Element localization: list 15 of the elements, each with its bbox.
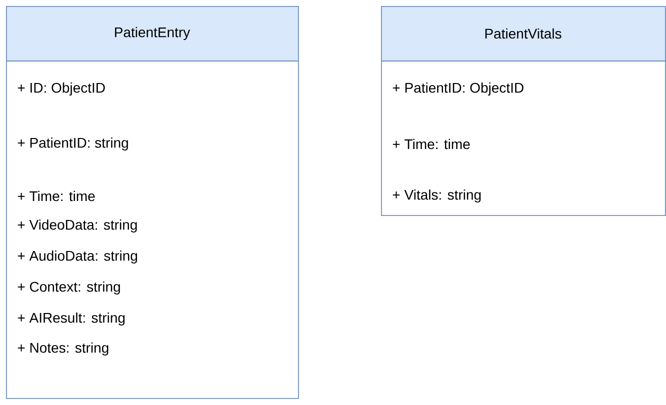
class-box [6,6,299,399]
attribute-text: + Notes: string [18,342,108,356]
attribute-text: + VideoData: string [18,219,137,233]
attribute-text: + Time: time [392,138,470,150]
class-box [380,6,666,216]
attribute-text: + Time: time [18,190,95,202]
attribute-text: + PatientID: ObjectID [392,82,524,96]
attribute-text: + Context: string [18,281,120,295]
class-name: PatientEntry [115,26,190,40]
class-name: PatientVitals [485,28,562,39]
attribute-text: + AudioData: string [18,250,138,264]
attribute-text: + Vitals: string [392,189,481,203]
attribute-text: + AIResult: string [18,312,125,326]
attribute-text: + PatientID: string [18,137,128,151]
attribute-text: + ID: ObjectID [18,82,105,96]
